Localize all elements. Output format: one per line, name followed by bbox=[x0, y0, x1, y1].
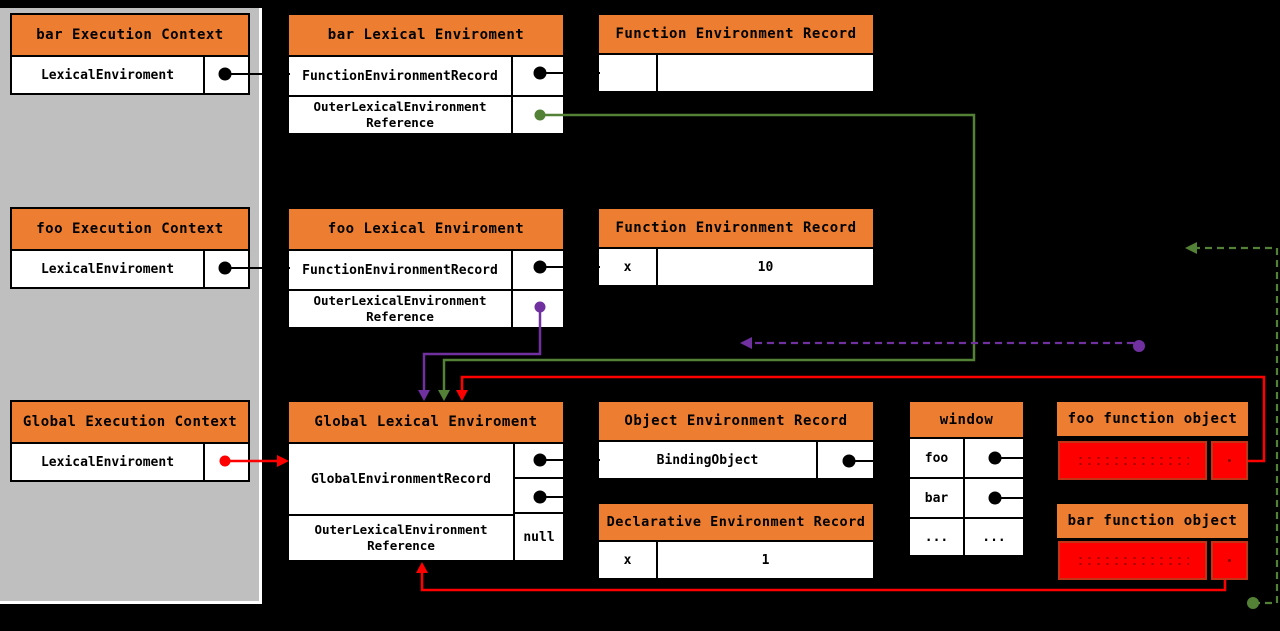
pointer-cell bbox=[818, 442, 873, 478]
pointer-cell bbox=[513, 57, 563, 95]
bar-lexical-environment-title: bar Lexical Enviroment bbox=[289, 15, 563, 57]
global-environment-record-ref: GlobalEnvironmentRecord bbox=[289, 444, 513, 516]
record-value-cell bbox=[658, 55, 873, 91]
pointer-cell bbox=[965, 479, 1023, 517]
bar-function-object-title: bar function object bbox=[1055, 502, 1250, 540]
binding-object-label: BindingObject bbox=[599, 442, 818, 478]
outer-ref-line1: OuterLexicalEnvironment bbox=[314, 522, 488, 538]
bar-environment-pointer-cell bbox=[1211, 541, 1248, 580]
purple-dashed-arrow bbox=[740, 337, 1145, 352]
declarative-environment-record-title: Declarative Environment Record bbox=[599, 504, 873, 542]
foo-execution-context-box: foo Execution Context LexicalEnviroment bbox=[10, 207, 250, 289]
function-environment-record-ref: FunctionEnvironmentRecord bbox=[289, 251, 513, 289]
outer-ref-line2: Reference bbox=[367, 538, 435, 553]
pointer-cell bbox=[965, 439, 1023, 477]
record-key-cell: x bbox=[599, 542, 658, 578]
pointer-cell bbox=[513, 97, 563, 133]
outer-ref-line2: Reference bbox=[366, 115, 434, 130]
declarative-environment-record-table: Declarative Environment Record x 1 bbox=[597, 502, 875, 580]
outer-lexical-environment-ref: OuterLexicalEnvironment Reference bbox=[289, 516, 513, 560]
window-value-ellipsis: ... bbox=[982, 529, 1006, 545]
window-prop-bar: bar bbox=[910, 479, 965, 517]
bar-execution-context-box: bar Execution Context LexicalEnviroment bbox=[10, 13, 250, 95]
object-environment-record-title: Object Environment Record bbox=[599, 402, 873, 442]
lexical-environment-label: LexicalEnviroment bbox=[12, 444, 205, 480]
obscured-text-speckles bbox=[1075, 554, 1190, 567]
pointer-cell bbox=[513, 291, 563, 327]
foo-execution-context-title: foo Execution Context bbox=[12, 209, 248, 251]
object-environment-record-table: Object Environment Record BindingObject bbox=[597, 400, 875, 480]
global-execution-context-title: Global Execution Context bbox=[12, 402, 248, 444]
record-key-cell bbox=[599, 55, 658, 91]
pointer-cell bbox=[205, 444, 248, 480]
lexical-environment-label: LexicalEnviroment bbox=[12, 57, 205, 93]
function-environment-record-table-foo: Function Environment Record x 10 bbox=[597, 207, 875, 287]
global-execution-context-box: Global Execution Context LexicalEnvirome… bbox=[10, 400, 250, 482]
function-environment-record-title: Function Environment Record bbox=[599, 209, 873, 249]
record-key-cell: x bbox=[599, 249, 658, 285]
bar-execution-context-title: bar Execution Context bbox=[12, 15, 248, 57]
record-value-cell: 10 bbox=[757, 259, 774, 275]
obscured-dot bbox=[1228, 559, 1231, 562]
window-prop-foo: foo bbox=[910, 439, 965, 477]
execution-context-panel bbox=[0, 8, 262, 604]
outer-ref-line1: OuterLexicalEnvironment bbox=[313, 99, 487, 115]
global-lexical-environment-table: Global Lexical Enviroment GlobalEnvironm… bbox=[287, 400, 565, 562]
foo-environment-slot-obscured bbox=[1058, 441, 1207, 480]
bar-environment-slot-obscured bbox=[1058, 541, 1207, 580]
outer-ref-null-value: null bbox=[523, 529, 555, 545]
bar-lexical-environment-table: bar Lexical Enviroment FunctionEnvironme… bbox=[287, 13, 565, 135]
outer-lexical-environment-ref: OuterLexicalEnvironment Reference bbox=[289, 97, 513, 133]
foo-function-object-row bbox=[1058, 441, 1248, 480]
outer-ref-line2: Reference bbox=[366, 309, 434, 324]
bar-function-object-row bbox=[1058, 541, 1248, 580]
pointer-cell bbox=[513, 251, 563, 289]
outer-ref-line1: OuterLexicalEnvironment bbox=[313, 293, 487, 309]
pointer-cell bbox=[205, 57, 248, 93]
function-environment-record-ref: FunctionEnvironmentRecord bbox=[289, 57, 513, 95]
foo-function-object-title: foo function object bbox=[1055, 400, 1250, 438]
function-environment-record-table-bar: Function Environment Record bbox=[597, 13, 875, 93]
global-lexical-environment-title: Global Lexical Enviroment bbox=[289, 402, 563, 444]
pointer-cell bbox=[515, 444, 563, 479]
window-object-table: window foo bar ... ... bbox=[908, 400, 1025, 557]
window-table-title: window bbox=[910, 402, 1023, 439]
foo-lexical-environment-table: foo Lexical Enviroment FunctionEnvironme… bbox=[287, 207, 565, 329]
function-environment-record-title: Function Environment Record bbox=[599, 15, 873, 55]
lexical-environment-label: LexicalEnviroment bbox=[12, 251, 205, 287]
pointer-cell bbox=[205, 251, 248, 287]
obscured-text-speckles bbox=[1075, 454, 1190, 467]
foo-environment-pointer-cell bbox=[1211, 441, 1248, 480]
outer-lexical-environment-ref: OuterLexicalEnvironment Reference bbox=[289, 291, 513, 327]
window-prop-ellipsis: ... bbox=[910, 519, 965, 555]
obscured-dot bbox=[1228, 459, 1231, 462]
record-value-cell: 1 bbox=[761, 552, 770, 568]
pointer-cell bbox=[515, 479, 563, 514]
foo-lexical-environment-title: foo Lexical Enviroment bbox=[289, 209, 563, 251]
